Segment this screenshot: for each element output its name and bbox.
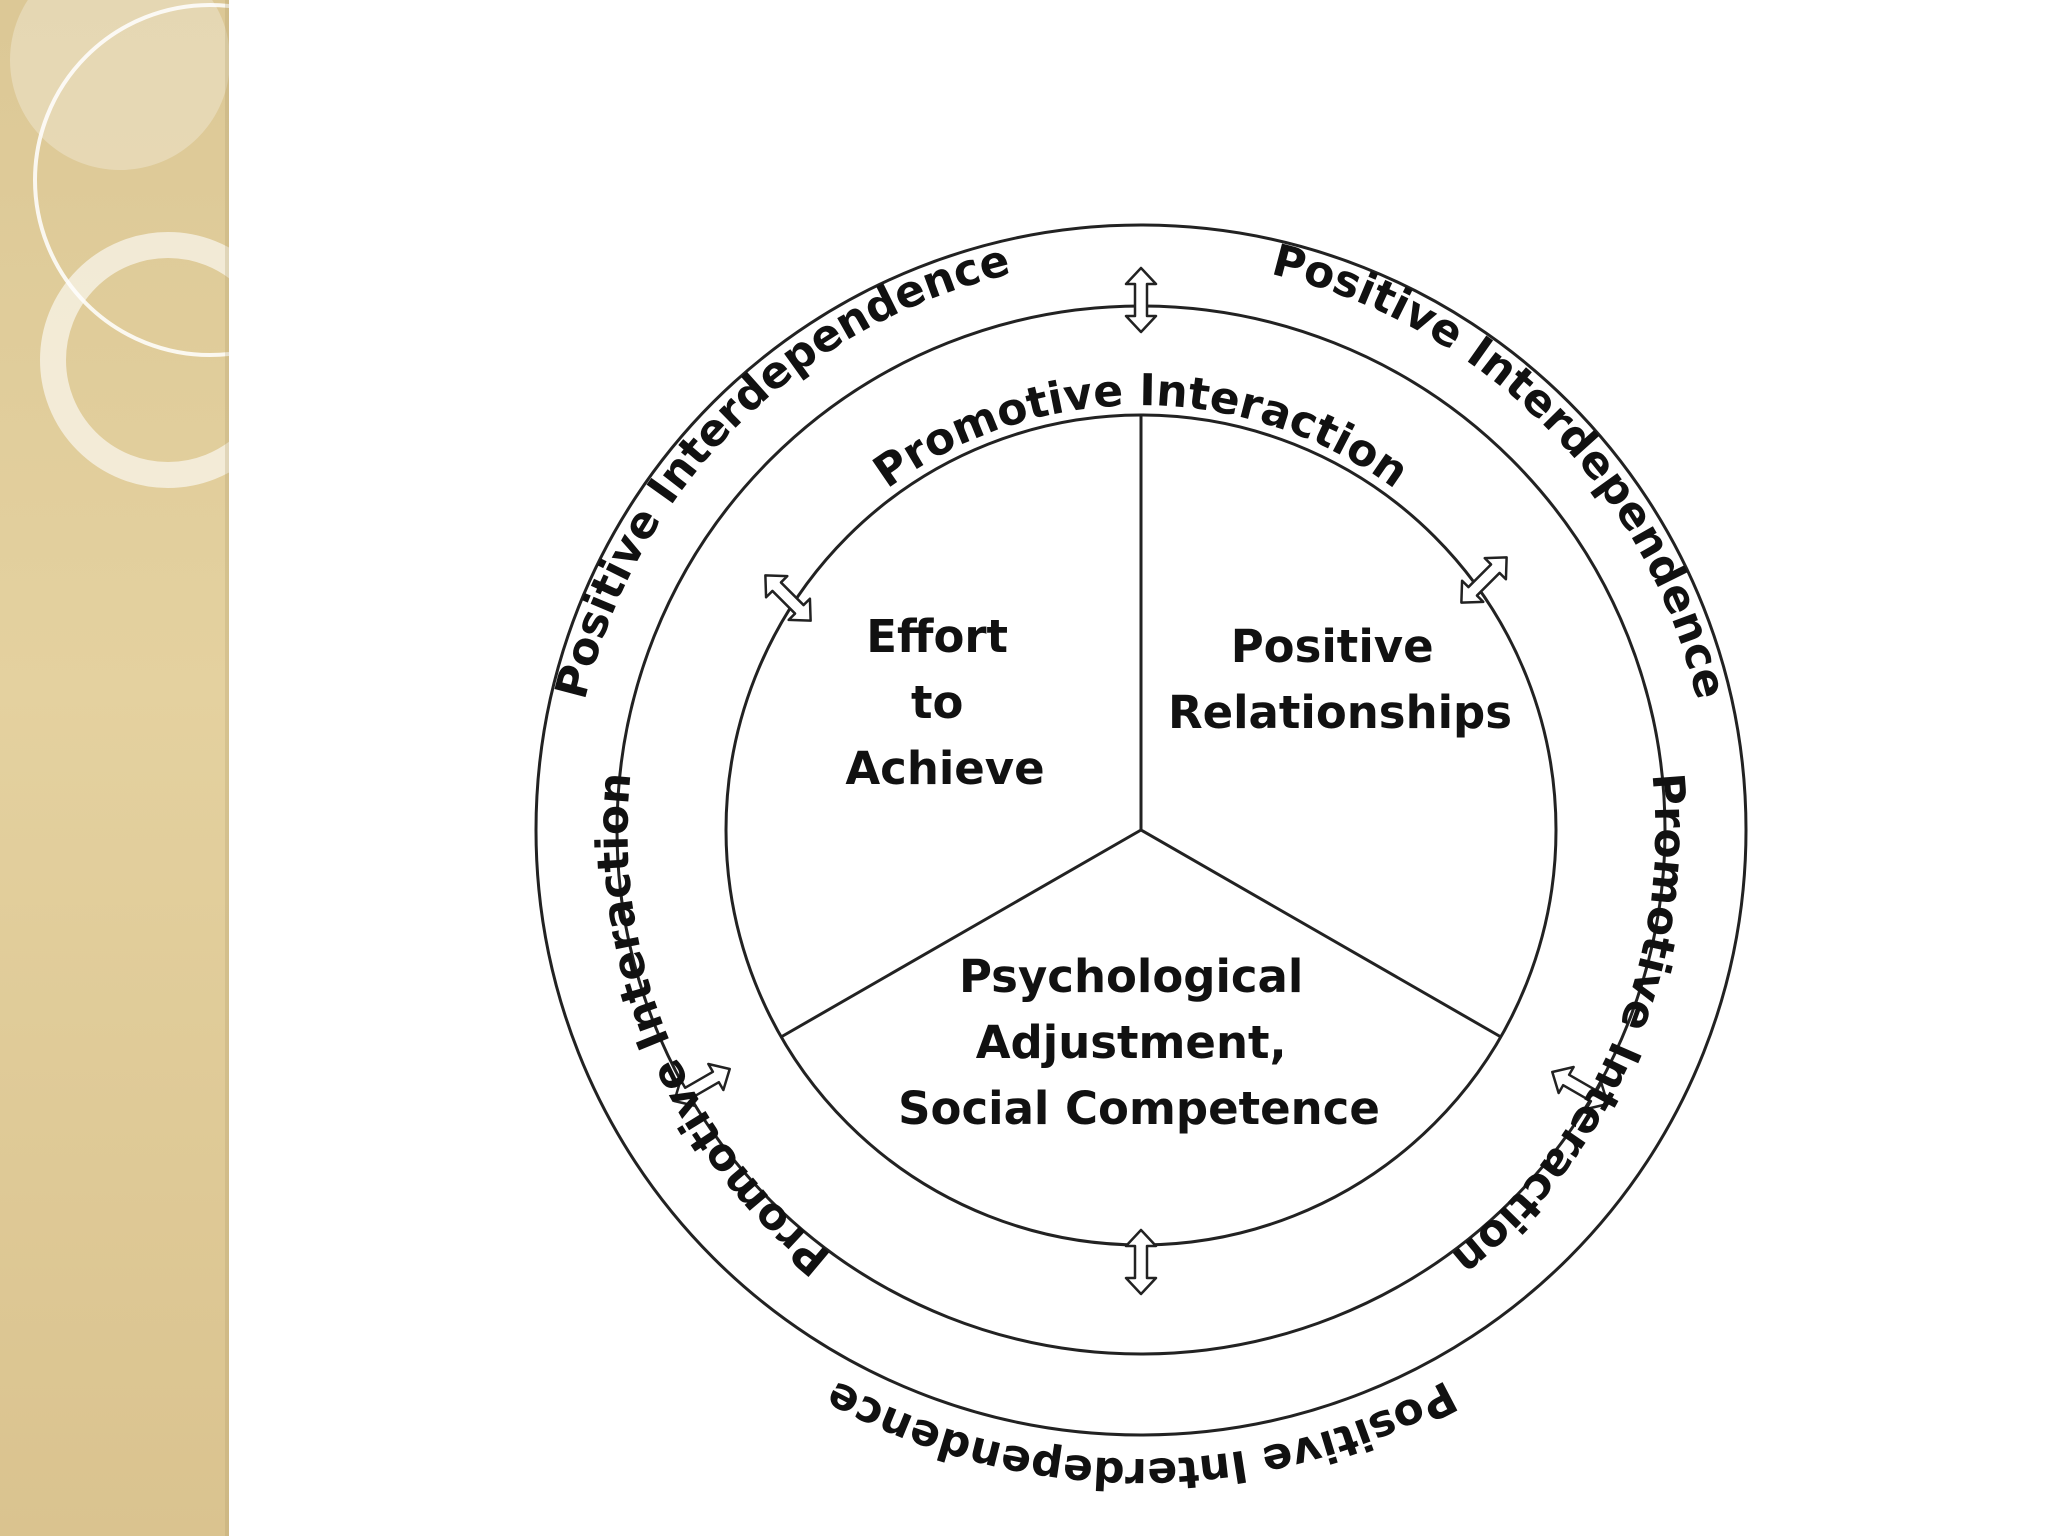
- double-arrow-icon: [1124, 1228, 1158, 1296]
- decorative-circles: [10, 0, 229, 488]
- middle-label-left: Promotive Interaction: [587, 771, 839, 1286]
- section-relationships: Positive Relationships: [1168, 620, 1512, 739]
- decorative-sidebar: [0, 0, 229, 1536]
- section-psychological: Psychological Adjustment, Social Compete…: [898, 950, 1380, 1135]
- divider-left: [780, 828, 1142, 1039]
- double-arrow-icon: [1124, 266, 1158, 334]
- section-effort: Effort to Achieve: [845, 610, 1044, 795]
- middle-label-right: Promotive Interaction: [1443, 771, 1695, 1286]
- double-arrow-icon: [753, 563, 823, 633]
- double-arrow-icon: [1449, 545, 1519, 615]
- outer-circle: [534, 223, 1748, 1437]
- divider-right: [1140, 828, 1502, 1039]
